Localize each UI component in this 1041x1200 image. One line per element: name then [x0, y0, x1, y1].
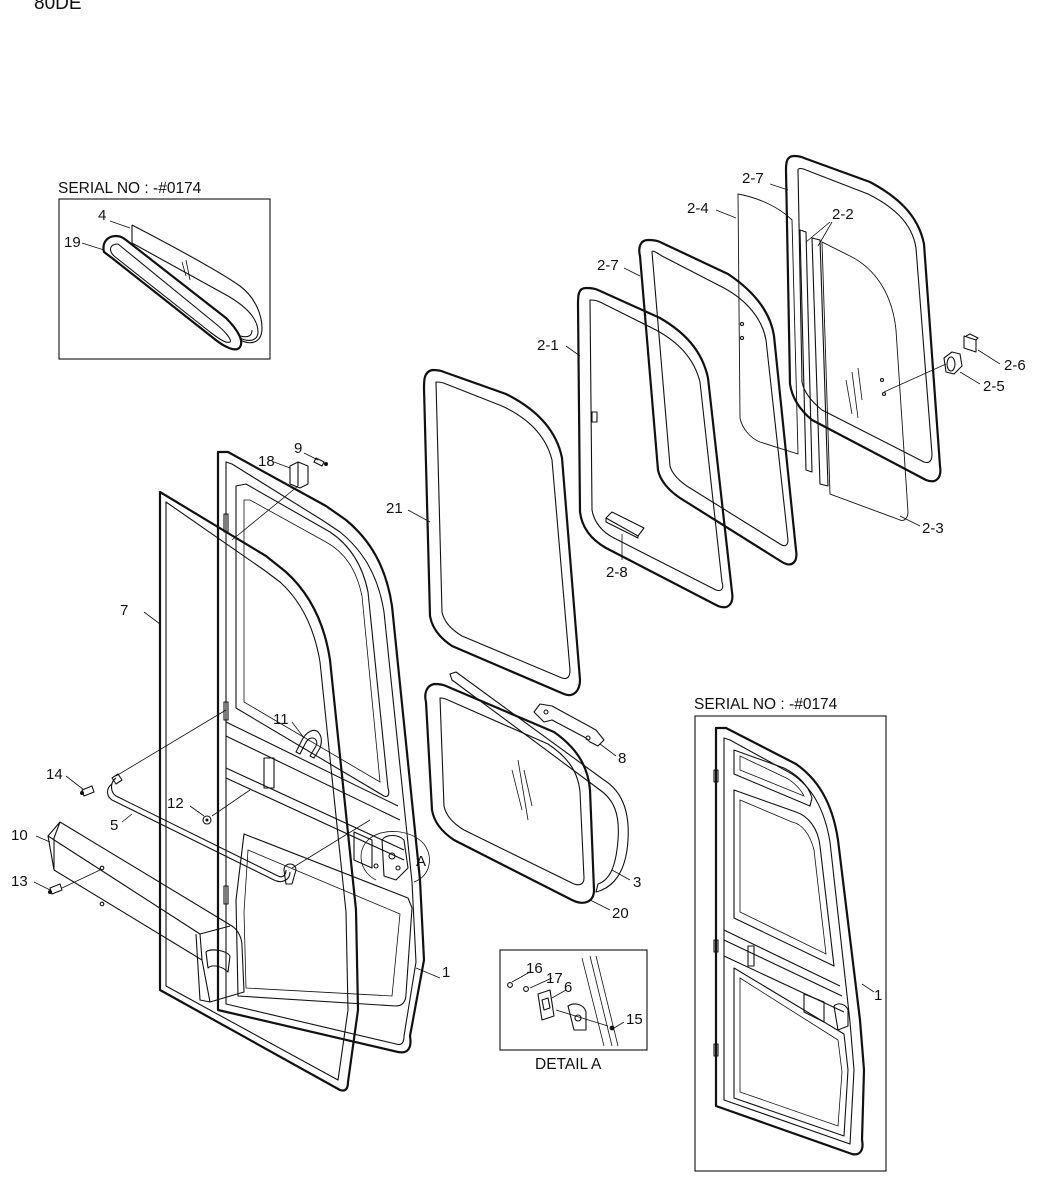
- part-20-seal: [424, 682, 596, 904]
- part-2-7-outer-frame: [784, 154, 942, 483]
- inset-top-left-frame: [58, 198, 271, 360]
- part-14-screw: [81, 785, 95, 797]
- callout-16: 16: [526, 960, 543, 977]
- callout-2-5: 2-5: [983, 378, 1005, 395]
- callout-8: 8: [618, 750, 626, 767]
- part-5-rod: [106, 783, 291, 883]
- inset-detail-a: DETAIL A 16 17 6 15: [499, 949, 648, 1073]
- detail-part-17: [523, 986, 529, 992]
- part-2-2-channel: [799, 229, 813, 473]
- callout-5: 5: [110, 817, 118, 834]
- callout-15: 15: [626, 1011, 643, 1028]
- part-2-1-frame: [576, 286, 734, 609]
- lower-glass-group: 8 3 20: [424, 671, 641, 922]
- detail-part-6: [537, 989, 555, 1021]
- part-5-group: 14 12 5: [46, 709, 371, 885]
- part-10-cover: [47, 821, 245, 1003]
- callout-13: 13: [11, 873, 28, 890]
- part-2-6-catch: [963, 333, 979, 353]
- callout-18: 7: [120, 602, 128, 619]
- callout-20: 20: [612, 905, 629, 922]
- part-21-seal: [422, 368, 582, 697]
- rear-window-assembly: 2-7 2-4 2-2 2-6 2-5 2-3: [687, 154, 1026, 537]
- callout-2-6: 2-6: [1004, 357, 1026, 374]
- part-19-seal: [102, 234, 243, 351]
- part-3-glass: [449, 671, 629, 893]
- callout-19: 19: [64, 234, 81, 251]
- callout-1-alt-door: 1: [874, 987, 882, 1004]
- callout-2-8: 2-8: [606, 564, 628, 581]
- callout-a: A: [416, 853, 426, 870]
- inset-top-left: SERIAL NO : -#0174 4 19: [58, 180, 271, 360]
- callout-2-7-middle: 2-7: [597, 257, 619, 274]
- inset-bottom-right: SERIAL NO : -#0174 1: [694, 696, 887, 1172]
- callout-14: 14: [46, 766, 63, 783]
- part-12-nut: [202, 815, 212, 825]
- callout-21: 21: [386, 500, 403, 517]
- part-1-door-frame: [216, 450, 426, 1054]
- callout-2-2: 2-2: [832, 206, 854, 223]
- middle-frame-group: 2-7: [597, 238, 798, 566]
- part-2-5-latch: [943, 351, 963, 375]
- callout-7: 9: [294, 440, 302, 457]
- part-2-4-glass: [737, 193, 799, 455]
- callout-10: 10: [11, 827, 28, 844]
- detail-a-caption: DETAIL A: [535, 1056, 602, 1073]
- part-9-7-group: 9 18: [231, 440, 328, 541]
- inset-bottom-right-serial: SERIAL NO : -#0174: [694, 696, 838, 713]
- inset-bottom-right-frame: [694, 715, 887, 1172]
- part-4-glass: [131, 225, 259, 341]
- alt-door-frame: [714, 726, 866, 1156]
- part-7-screw: [313, 457, 325, 467]
- detail-part-16: [507, 982, 513, 988]
- part-11-group: 11: [273, 711, 322, 759]
- part-10-group: 10 13: [11, 821, 245, 1003]
- callout-6: 6: [564, 979, 572, 996]
- callout-2-3: 2-3: [922, 520, 944, 537]
- callout-4: 4: [98, 207, 106, 224]
- detail-a-marker: A: [360, 831, 430, 883]
- callout-2-1: 2-1: [537, 337, 559, 354]
- part-18-seal: [158, 490, 360, 1092]
- callout-2-4: 2-4: [687, 200, 709, 217]
- detail-part-15: [609, 1025, 615, 1031]
- part-18-group: 7: [120, 490, 360, 1092]
- callout-9: 18: [258, 453, 275, 470]
- part-2-8-handle: [605, 511, 645, 539]
- part-2-3-glass: [821, 241, 909, 521]
- callout-12: 12: [167, 795, 184, 812]
- part-9-bracket: [289, 461, 309, 489]
- part-2-7-middle-frame: [638, 238, 798, 566]
- callout-11: 11: [273, 711, 289, 728]
- door-frame-group: 1: [216, 450, 450, 1054]
- part-11-handle: [295, 729, 322, 759]
- callout-1-door: 1: [442, 964, 450, 981]
- model-title: 80DE: [34, 0, 82, 14]
- detail-a-frame: [499, 949, 648, 1051]
- inner-frame-group: 2-1 2-8: [537, 286, 734, 609]
- inset-top-left-serial: SERIAL NO : -#0174: [58, 180, 202, 197]
- callout-3: 3: [633, 874, 641, 891]
- callout-2-7-outer: 2-7: [742, 170, 764, 187]
- part-8-handle: [533, 703, 605, 747]
- callout-17: 17: [546, 970, 563, 987]
- part-21-group: 21: [386, 368, 582, 697]
